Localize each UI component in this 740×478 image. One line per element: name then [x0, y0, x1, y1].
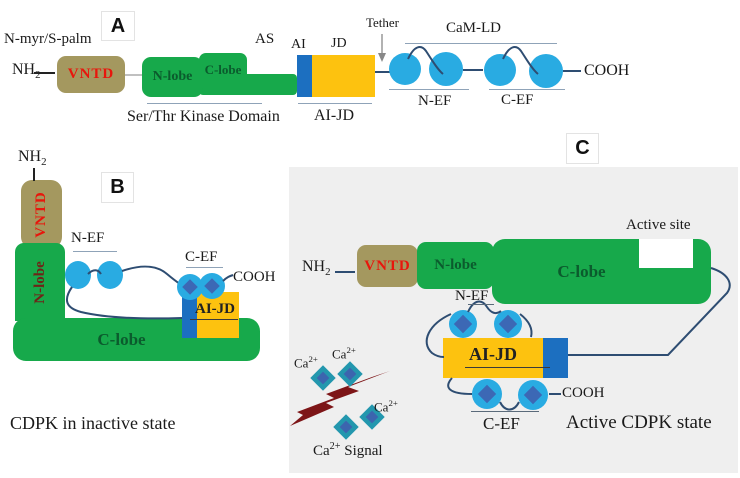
vntd-label-c: VNTD: [364, 257, 411, 274]
cooh-label-a: COOH: [584, 62, 630, 79]
ai-jd-line-a: [298, 103, 372, 104]
ca-ion-label-1: Ca2+: [294, 354, 318, 371]
ai-domain-a: [297, 55, 312, 97]
vntd-label-b: VNTD: [33, 190, 50, 238]
n-lobe-label-c: N-lobe: [434, 257, 477, 273]
inactive-state-caption: CDPK in inactive state: [10, 413, 176, 433]
ef-circle-b2: [97, 261, 123, 289]
kinase-bar-a: [199, 74, 297, 95]
n-lobe-label-b: N-lobe: [31, 260, 48, 304]
tether-arrow-head: [378, 53, 386, 62]
nh2-label-c: NH2: [302, 258, 331, 279]
panel-c-letter-text: C: [575, 137, 590, 159]
c-lobe-label-b: C-lobe: [97, 329, 146, 349]
n-ef-label-b: N-EF: [71, 230, 105, 246]
n-myr-label: N-myr/S-palm: [4, 31, 92, 47]
n-ef-line-b: [73, 251, 117, 252]
n-ef-label-a: N-EF: [418, 93, 452, 109]
n-lobe-domain-a: N-lobe: [142, 57, 203, 97]
ca-ion-label-3: Ca2+: [374, 398, 398, 415]
panel-a-letter-text: A: [110, 14, 126, 37]
active-site-label: Active site: [626, 217, 691, 233]
ef-circle-a4: [529, 54, 563, 88]
cam-ld-label: CaM-LD: [446, 20, 501, 36]
vntd-domain-c: VNTD: [357, 245, 418, 287]
nef-cef-wire-b: [121, 265, 181, 285]
jd-anchor-domain-c: [543, 338, 568, 378]
c-lobe-label-c: C-lobe: [557, 261, 606, 281]
ef-circle-b1: [65, 261, 91, 289]
ef-circle-a3: [484, 54, 516, 86]
vntd-label-a: VNTD: [67, 66, 115, 82]
ai-label-a: AI: [291, 37, 306, 52]
n-lobe-domain-c: N-lobe: [417, 242, 494, 289]
ai-domain-b: [182, 292, 197, 338]
panel-a-letter: A: [101, 11, 135, 41]
ai-jd-label-c: AI-JD: [469, 344, 517, 364]
nh2-label-a: NH2: [12, 61, 41, 82]
active-site-notch: [639, 239, 693, 268]
ai-jd-label-a: AI-JD: [314, 107, 354, 124]
cooh-label-c: COOH: [562, 385, 605, 401]
c-ef-label-b: C-EF: [185, 249, 218, 265]
cooh-link-b: [222, 274, 234, 282]
jd-domain-b: [197, 292, 239, 338]
active-state-caption: Active CDPK state: [566, 412, 712, 433]
ca-signal-label: Ca2+ Signal: [313, 441, 383, 459]
nh2-label-b: NH2: [18, 148, 47, 169]
n-lobe-label-a: N-lobe: [152, 69, 193, 84]
n-lobe-domain-b: N-lobe: [15, 243, 65, 321]
panel-c-letter: C: [566, 133, 599, 164]
jd-domain-a: [312, 55, 375, 97]
vntd-domain-a: VNTD: [57, 56, 125, 93]
helix-wire-a1: [407, 46, 444, 75]
kinase-domain-label: Ser/Thr Kinase Domain: [127, 108, 280, 125]
c-ef-line-b: [186, 267, 223, 268]
panel-b-letter-text: B: [110, 176, 125, 198]
cam-ld-line: [405, 43, 557, 44]
ef-circle-a1: [389, 53, 421, 85]
as-label: AS: [255, 31, 275, 47]
nlobe-aijd-wire-b: [65, 286, 183, 320]
c-ef-line-a: [489, 89, 565, 90]
tether-label: Tether: [366, 15, 400, 30]
n-ef-label-c: N-EF: [455, 288, 489, 304]
c-ef-label-c: C-EF: [483, 414, 520, 433]
c-ef-label-a: C-EF: [501, 92, 534, 108]
ai-jd-underline-b: [190, 319, 238, 320]
ca-ion-label-2: Ca2+: [332, 345, 356, 362]
kinase-domain-line: [147, 103, 262, 104]
c-lobe-label-a: C-lobe: [204, 61, 242, 77]
c-ef-line-c: [471, 411, 539, 412]
n-ef-line-a: [389, 89, 469, 90]
cooh-label-b: COOH: [233, 269, 276, 285]
ai-jd-domain-c: [443, 338, 543, 378]
ef-circle-a2: [429, 52, 463, 86]
ai-jd-underline-c: [465, 367, 550, 368]
helix-wire-a2: [502, 46, 539, 75]
helix-wire-b1: [87, 269, 102, 275]
panel-b-letter: B: [101, 172, 134, 203]
ai-jd-label-b: AI-JD: [195, 301, 235, 317]
vntd-domain-b: VNTD: [21, 180, 62, 248]
jd-label-a: JD: [331, 36, 347, 51]
n-ef-line-c: [468, 304, 494, 305]
